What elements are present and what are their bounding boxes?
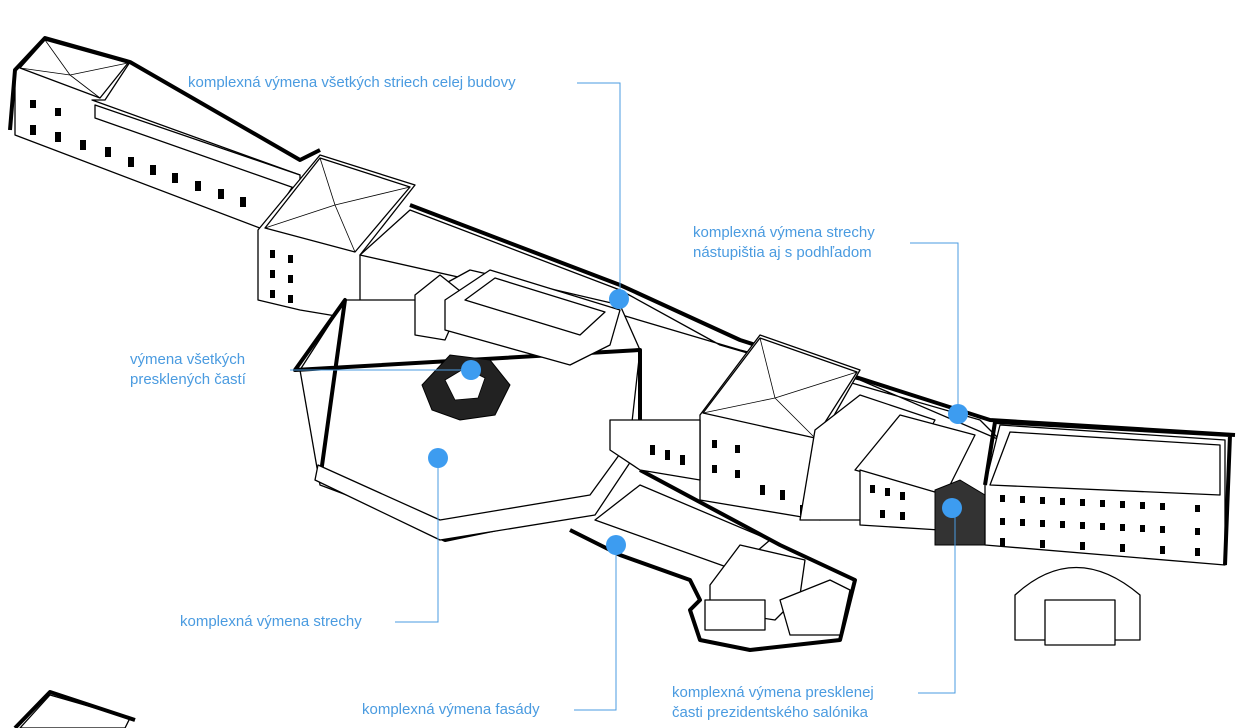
marker-presidential-lounge[interactable]: [942, 498, 962, 518]
annotation-line: presklených častí: [130, 371, 246, 388]
forecourt-outline: [1014, 567, 1141, 646]
marker-facade[interactable]: [606, 535, 626, 555]
left-wing: [8, 36, 321, 231]
marker-glazing-all[interactable]: [461, 360, 481, 380]
central-hall: [293, 269, 642, 542]
leader-line-roof-main: [395, 458, 439, 623]
annotation-presidential-lounge: komplexná výmena presklenej časti prezid…: [672, 683, 874, 723]
marker-platform-roof[interactable]: [948, 404, 968, 424]
annotation-line: komplexná výmena všetkých striech celej …: [188, 74, 516, 91]
annotation-line: nástupištia aj s podhľadom: [693, 244, 872, 261]
left-pavilion: [257, 154, 416, 321]
annotation-facade: komplexná výmena fasády: [362, 700, 540, 720]
corridor: [569, 468, 857, 652]
leader-line-platform-roof: [910, 242, 959, 414]
annotation-line: výmena všetkých: [130, 351, 246, 368]
annotation-roofs-all: komplexná výmena všetkých striech celej …: [188, 73, 516, 93]
partial-building-bottom-left: [13, 690, 136, 728]
annotation-glazing-all: výmena všetkých presklených častí: [130, 350, 246, 390]
marker-roofs-all[interactable]: [609, 289, 629, 309]
leader-line-facade: [574, 545, 617, 711]
salon-block: [799, 394, 986, 546]
leader-line-presidential-lounge: [918, 508, 956, 694]
annotation-line: komplexná výmena fasády: [362, 701, 540, 718]
annotation-roof-main: komplexná výmena strechy: [180, 612, 362, 632]
annotation-line: komplexná výmena presklenej: [672, 684, 874, 701]
marker-roof-main[interactable]: [428, 448, 448, 468]
leader-line-roofs-all: [577, 82, 621, 299]
annotation-line: komplexná výmena strechy: [180, 613, 362, 630]
annotation-line: komplexná výmena strechy: [693, 224, 875, 241]
annotation-platform-roof: komplexná výmena strechy nástupištia aj …: [693, 223, 875, 263]
annotation-line: časti prezidentského salónika: [672, 704, 868, 721]
right-wing: [983, 420, 1232, 566]
